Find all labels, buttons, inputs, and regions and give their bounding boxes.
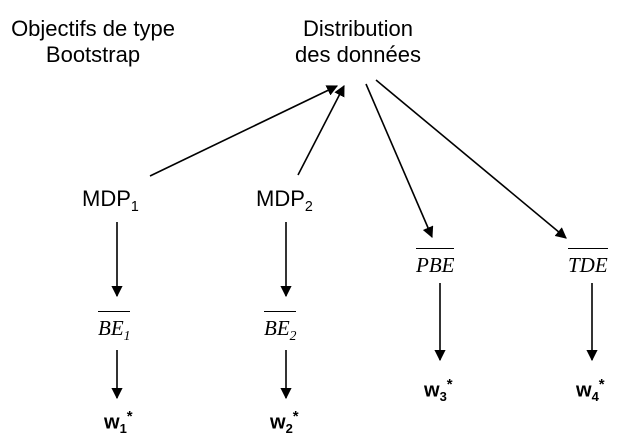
pbe-label: PBE [416, 253, 455, 277]
pbe-node: PBE [416, 248, 455, 278]
bootstrap-objectives-line2: Bootstrap [45, 42, 141, 67]
w2-label: w [270, 411, 286, 434]
w3-label: w [424, 379, 440, 402]
w4-subscript: 4 [591, 389, 599, 405]
be2-label: BE [264, 316, 290, 340]
w1-node: w1* [104, 404, 133, 442]
w3-node: w3* [424, 372, 453, 410]
mdp2-label: MDP [256, 186, 305, 211]
bootstrap-objectives-title: Objectifs de type Bootstrap [4, 16, 182, 68]
w2-superscript: * [292, 408, 299, 425]
be2-subscript: 2 [289, 327, 297, 343]
w3-subscript: 3 [439, 389, 447, 405]
w1-superscript: * [126, 408, 133, 425]
arrow-distribution-to-pbe [365, 83, 434, 239]
data-distribution-line2: des données [295, 42, 421, 67]
tde-node: TDE [568, 248, 608, 278]
w4-superscript: * [598, 376, 605, 393]
bootstrap-objectives-line1: Objectifs de type [11, 16, 175, 41]
mdp1-label: MDP [82, 186, 131, 211]
w4-label: w [576, 379, 592, 402]
w1-subscript: 1 [119, 421, 127, 437]
data-distribution-title: Distribution des données [272, 16, 444, 68]
data-distribution-line1: Distribution [302, 16, 414, 41]
tde-overlined: TDE [568, 248, 608, 278]
mdp2-node: MDP2 [256, 186, 313, 220]
mdp1-subscript: 1 [130, 199, 139, 215]
mdp2-subscript: 2 [304, 199, 313, 215]
w4-node: w4* [576, 372, 605, 410]
be2-node: BE2 [264, 311, 297, 349]
arrow-mdp1-to-distribution [149, 85, 339, 177]
be1-overlined: BE1 [98, 311, 131, 349]
tde-label: TDE [568, 253, 608, 277]
be1-label: BE [98, 316, 124, 340]
w2-subscript: 2 [285, 421, 293, 437]
pbe-overlined: PBE [416, 248, 455, 278]
w3-superscript: * [446, 376, 453, 393]
arrow-mdp2-to-distribution [297, 85, 345, 176]
w2-node: w2* [270, 404, 299, 442]
w1-label: w [104, 411, 120, 434]
mdp1-node: MDP1 [82, 186, 139, 220]
be1-subscript: 1 [123, 327, 131, 343]
be2-overlined: BE2 [264, 311, 297, 349]
be1-node: BE1 [98, 311, 131, 349]
arrow-distribution-to-tde [375, 79, 567, 239]
